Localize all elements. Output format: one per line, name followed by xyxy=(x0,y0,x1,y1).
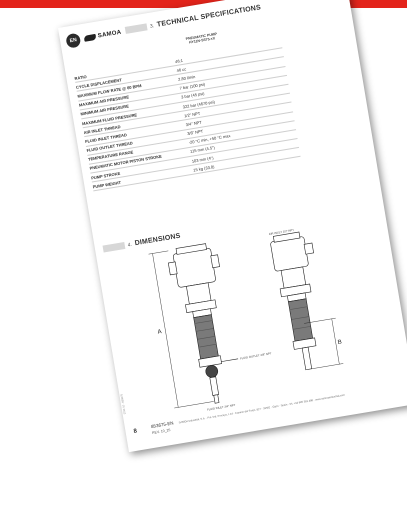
dimension-b-line xyxy=(304,317,344,369)
document-revision: REV. 10_25 xyxy=(151,427,171,435)
side-note: 2021-10 · 853675 xyxy=(120,393,127,415)
logo-mark-icon xyxy=(83,33,97,42)
spec-column-header: PNEUMATIC PUMP HY11N-SS75-xX xyxy=(162,28,242,49)
dimension-drawings: A FLUID OUTLET 3/8" NPT FLUID INLET 3/4"… xyxy=(148,228,344,412)
section-title: DIMENSIONS xyxy=(134,232,182,248)
spec-value: 15 kg (33.0) xyxy=(192,163,215,173)
technical-specifications-heading: 3. TECHNICAL SPECIFICATIONS xyxy=(124,4,262,34)
dimension-a-line xyxy=(148,250,214,409)
document-page: EN SAMOA 3. TECHNICAL SPECIFICATIONS PNE… xyxy=(58,0,407,453)
section-marker xyxy=(102,242,126,253)
dimension-a-label: A xyxy=(157,329,162,336)
section-number: 3. xyxy=(149,22,155,30)
section-marker xyxy=(124,23,148,34)
spec-value: 46 cc xyxy=(176,66,187,73)
section-title: TECHNICAL SPECIFICATIONS xyxy=(156,4,262,29)
language-badge: EN xyxy=(65,32,82,49)
section-number: 4. xyxy=(127,241,133,248)
page-number: 8 xyxy=(133,428,138,436)
brand-name: SAMOA xyxy=(97,29,122,40)
spec-value: 46:1 xyxy=(174,57,184,64)
pump-side-view xyxy=(270,231,317,371)
brand-logo: SAMOA xyxy=(83,28,122,44)
pump-front-view xyxy=(167,243,239,404)
fluid-inlet-label: FLUID INLET 3/4" NPT xyxy=(207,403,236,412)
fluid-outlet-label: FLUID OUTLET 3/8" NPT xyxy=(240,351,272,360)
dimension-b-label: B xyxy=(337,340,342,347)
air-inlet-label: AIR INLET 1/2" NPT xyxy=(269,228,295,236)
